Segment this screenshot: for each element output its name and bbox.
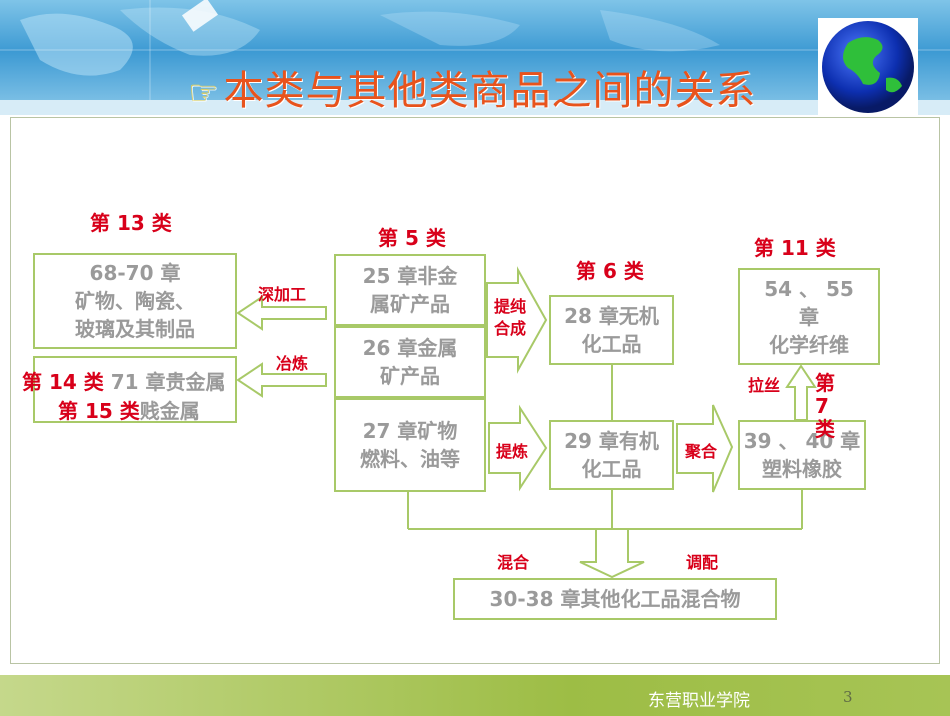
box-chapter-71: [33, 356, 237, 423]
box-28-line2: 化工品: [581, 332, 642, 356]
box-chapter-28: 28 章无机 化工品: [549, 295, 674, 365]
label-mixing: 混合: [497, 553, 530, 572]
pointing-hand-icon: ☞: [188, 73, 220, 113]
box-chapter-68-70: 68-70 章 矿物、陶瓷、 玻璃及其制品: [33, 253, 237, 349]
box-71-line1: 71 章贵金属: [110, 370, 226, 394]
box-27-line2: 燃料、油等: [360, 447, 460, 471]
box-39-line2: 塑料橡胶: [762, 457, 842, 481]
label-polymerization: 聚合: [685, 442, 718, 461]
label-smelting: 冶炼: [276, 354, 309, 373]
globe-icon: [822, 21, 914, 113]
arrow-wire-drawing: [785, 364, 817, 421]
content-frame: [10, 117, 940, 664]
box-68-70-line1: 68-70 章: [89, 261, 181, 285]
label-class-7: 第 7 类: [815, 371, 835, 441]
label-class-5: 第 5 类: [378, 226, 446, 250]
label-class-11: 第 11 类: [754, 236, 836, 260]
box-25-line2: 属矿产品: [369, 292, 450, 316]
box-chapter-54-55: 54 、 55 章 化学纤维: [738, 268, 880, 365]
label-synthesize: 合成: [494, 318, 527, 338]
label-purify-synthesize: 提纯 合成: [494, 296, 526, 339]
arrow-deep-processing: [236, 295, 327, 331]
box-68-70-line2: 矿物、陶瓷、: [75, 289, 195, 313]
arrow-to-mixtures: [579, 528, 645, 579]
label-blending: 调配: [686, 553, 719, 572]
box-54-line3: 化学纤维: [769, 332, 849, 357]
page-title: ☞本类与其他类商品之间的关系: [188, 58, 756, 116]
footer-school: 东营职业学院: [648, 691, 750, 711]
label-class-6: 第 6 类: [576, 259, 644, 283]
box-chapter-29: 29 章有机 化工品: [549, 420, 674, 490]
label-class-15: 第 15 类贱金属: [58, 395, 200, 424]
header-strip: [0, 100, 950, 115]
arrow-purify-synthesize: [486, 266, 548, 374]
box-30-38-text: 30-38 章其他化工品混合物: [489, 587, 741, 611]
header-banner: [0, 0, 950, 115]
box-71-line2: 贱金属: [139, 399, 200, 423]
box-28-line1: 28 章无机: [564, 304, 659, 328]
label-class-13: 第 13 类: [90, 211, 172, 235]
box-54-line2: 章: [799, 304, 819, 329]
label-deep-processing: 深加工: [258, 285, 307, 304]
box-68-70-line3: 玻璃及其制品: [75, 317, 195, 341]
box-chapter-39-40: 39 、 40 章 塑料橡胶: [738, 420, 866, 490]
box-chapter-27: 27 章矿物 燃料、油等: [334, 398, 486, 492]
page-number: 3: [843, 688, 853, 706]
box-chapter-26: 26 章金属 矿产品: [334, 326, 486, 398]
footer-bar: [0, 672, 950, 716]
box-25-line1: 25 章非金: [362, 264, 458, 288]
world-map-background: [0, 0, 950, 115]
arrow-polymerization: [676, 404, 734, 493]
arrow-smelting: [236, 362, 327, 398]
label-purify: 提纯: [494, 297, 527, 316]
box-chapter-25: 25 章非金 属矿产品: [334, 254, 486, 326]
globe-image: [818, 18, 918, 115]
label-class-14-text: 第 14 类: [22, 370, 104, 394]
page-title-text: 本类与其他类商品之间的关系: [223, 68, 757, 114]
label-refining: 提炼: [496, 442, 529, 461]
box-26-line1: 26 章金属: [362, 336, 458, 360]
box-39-line1: 39 、 40 章: [743, 429, 861, 453]
box-54-line1: 54 、 55: [764, 276, 854, 301]
label-class-14: 第 14 类 71 章贵金属: [22, 366, 226, 395]
box-26-line2: 矿产品: [379, 364, 440, 388]
label-wire-drawing: 拉丝: [748, 376, 781, 395]
label-class-15-text: 第 15 类: [58, 399, 140, 423]
box-27-line1: 27 章矿物: [362, 419, 458, 443]
box-29-line1: 29 章有机: [564, 429, 659, 453]
box-29-line2: 化工品: [581, 457, 642, 481]
arrow-refining: [488, 404, 548, 492]
box-chapter-30-38: 30-38 章其他化工品混合物: [453, 578, 777, 620]
